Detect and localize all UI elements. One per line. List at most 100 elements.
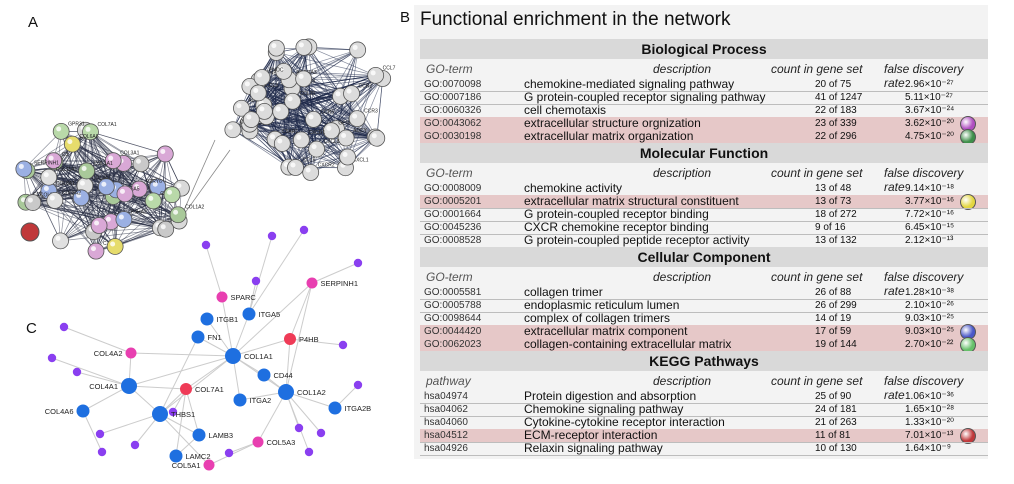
- protein-node: [52, 122, 70, 140]
- gene-label-cd44: CD44: [274, 371, 293, 380]
- term-fdr: 3.62×10⁻²⁰: [905, 118, 955, 129]
- interaction-edge: [303, 78, 376, 138]
- gene-label-fn1: FN1: [208, 333, 222, 342]
- node-highlight: [152, 181, 158, 187]
- interaction-edge: [95, 153, 166, 252]
- row-divider: [420, 416, 988, 417]
- partner-node: [201, 240, 211, 250]
- node-highlight: [246, 114, 252, 120]
- protein-node: [267, 39, 285, 57]
- interaction-edge: [60, 144, 73, 241]
- interaction-edge: [114, 163, 124, 247]
- interaction-edge: [303, 49, 358, 80]
- node-highlight: [305, 167, 311, 173]
- gene-node-col1a1: [225, 348, 241, 364]
- gene-label-col4a2: COL4A2: [94, 349, 123, 358]
- node-highlight: [298, 42, 304, 48]
- column-header-description: description: [652, 62, 712, 76]
- node-highlight: [43, 172, 49, 178]
- protein-node: [339, 148, 356, 166]
- partner-node: [97, 447, 107, 457]
- term-fdr: 3.67×10⁻²⁴: [905, 105, 955, 116]
- gene-label-sparc: SPARC: [231, 293, 257, 302]
- term-count: 26 of 299: [815, 300, 857, 311]
- partner-node: [338, 340, 348, 350]
- interaction-edge: [82, 410, 103, 453]
- term-count: 9 of 16: [815, 222, 846, 233]
- gene-node-sparc: [216, 291, 228, 303]
- column-header-description: description: [652, 270, 712, 284]
- gene-label-col7a1: COL7A1: [195, 385, 224, 394]
- term-count: 10 of 130: [815, 443, 857, 454]
- term-description: Relaxin signaling pathway: [524, 441, 663, 455]
- node-label: COL7A1: [97, 122, 116, 128]
- node-highlight: [277, 138, 283, 144]
- term-fdr: 7.01×10⁻¹³: [905, 430, 954, 441]
- interaction-edge: [159, 355, 234, 415]
- node-label: C3: [62, 152, 69, 158]
- protein-node: [367, 66, 385, 84]
- protein-node: [24, 194, 42, 211]
- node-highlight: [135, 158, 141, 164]
- term-id: GO:0044420: [424, 326, 482, 337]
- interaction-edge: [232, 282, 313, 357]
- color-legend-dot: [960, 428, 976, 444]
- node-label: COL4A1: [92, 176, 111, 182]
- protein-node: [46, 192, 64, 209]
- interaction-edge: [90, 131, 166, 155]
- node-label: CCL3: [265, 83, 278, 89]
- interaction-edge: [288, 93, 352, 168]
- interaction-edge: [114, 214, 179, 247]
- gene-node-itgb1: [200, 312, 214, 326]
- interaction-edge: [90, 131, 167, 230]
- gene-label-col1a1: COL1A1: [244, 352, 273, 361]
- node-highlight: [110, 241, 116, 247]
- node-highlight: [167, 189, 173, 195]
- term-id: GO:0043062: [424, 118, 482, 129]
- interaction-edge: [178, 149, 231, 222]
- term-fdr: 6.45×10⁻¹⁵: [905, 222, 955, 233]
- term-id: hsa04512: [424, 430, 468, 441]
- node-highlight: [76, 192, 82, 198]
- node-label: PNOC: [269, 67, 284, 73]
- node-label: COL5A2: [62, 190, 81, 196]
- node-highlight: [118, 214, 124, 220]
- term-fdr: 1.64×10⁻⁹: [905, 443, 951, 454]
- partner-node: [294, 423, 304, 433]
- protein-node: [308, 140, 325, 158]
- interaction-edge: [178, 139, 216, 222]
- protein-node: [305, 111, 322, 128]
- term-description: chemokine activity: [524, 181, 623, 195]
- gene-label-p4hb: P4HB: [299, 335, 319, 344]
- partner-node: [251, 276, 261, 286]
- interaction-edge: [308, 46, 358, 119]
- node-highlight: [148, 195, 154, 201]
- term-fdr: 1.06×10⁻³⁶: [905, 391, 955, 402]
- term-description: ECM-receptor interaction: [524, 428, 658, 442]
- node-label: P4HA2: [131, 210, 147, 216]
- term-fdr: 2.10×10⁻²⁶: [905, 300, 955, 311]
- node-label: CCL5: [303, 158, 316, 164]
- column-header-count: count in gene set: [771, 166, 863, 180]
- partner-node: [72, 367, 82, 377]
- partner-node: [353, 380, 363, 390]
- term-id: hsa04974: [424, 391, 468, 402]
- node-highlight: [90, 246, 96, 252]
- gene-label-col1a2: COL1A2: [297, 388, 326, 397]
- protein-node: [295, 38, 313, 56]
- node-highlight: [176, 183, 182, 189]
- node-highlight: [108, 155, 114, 161]
- protein-node: [163, 186, 181, 204]
- protein-node: [337, 129, 355, 147]
- protein-node: [348, 110, 366, 128]
- node-highlight: [342, 152, 348, 158]
- column-header-count: count in gene set: [771, 270, 863, 284]
- node-label: COL6A6: [79, 134, 98, 140]
- column-header-id: GO-term: [426, 166, 473, 180]
- section-header: KEGG Pathways: [420, 351, 988, 371]
- section-header: Biological Process: [420, 39, 988, 59]
